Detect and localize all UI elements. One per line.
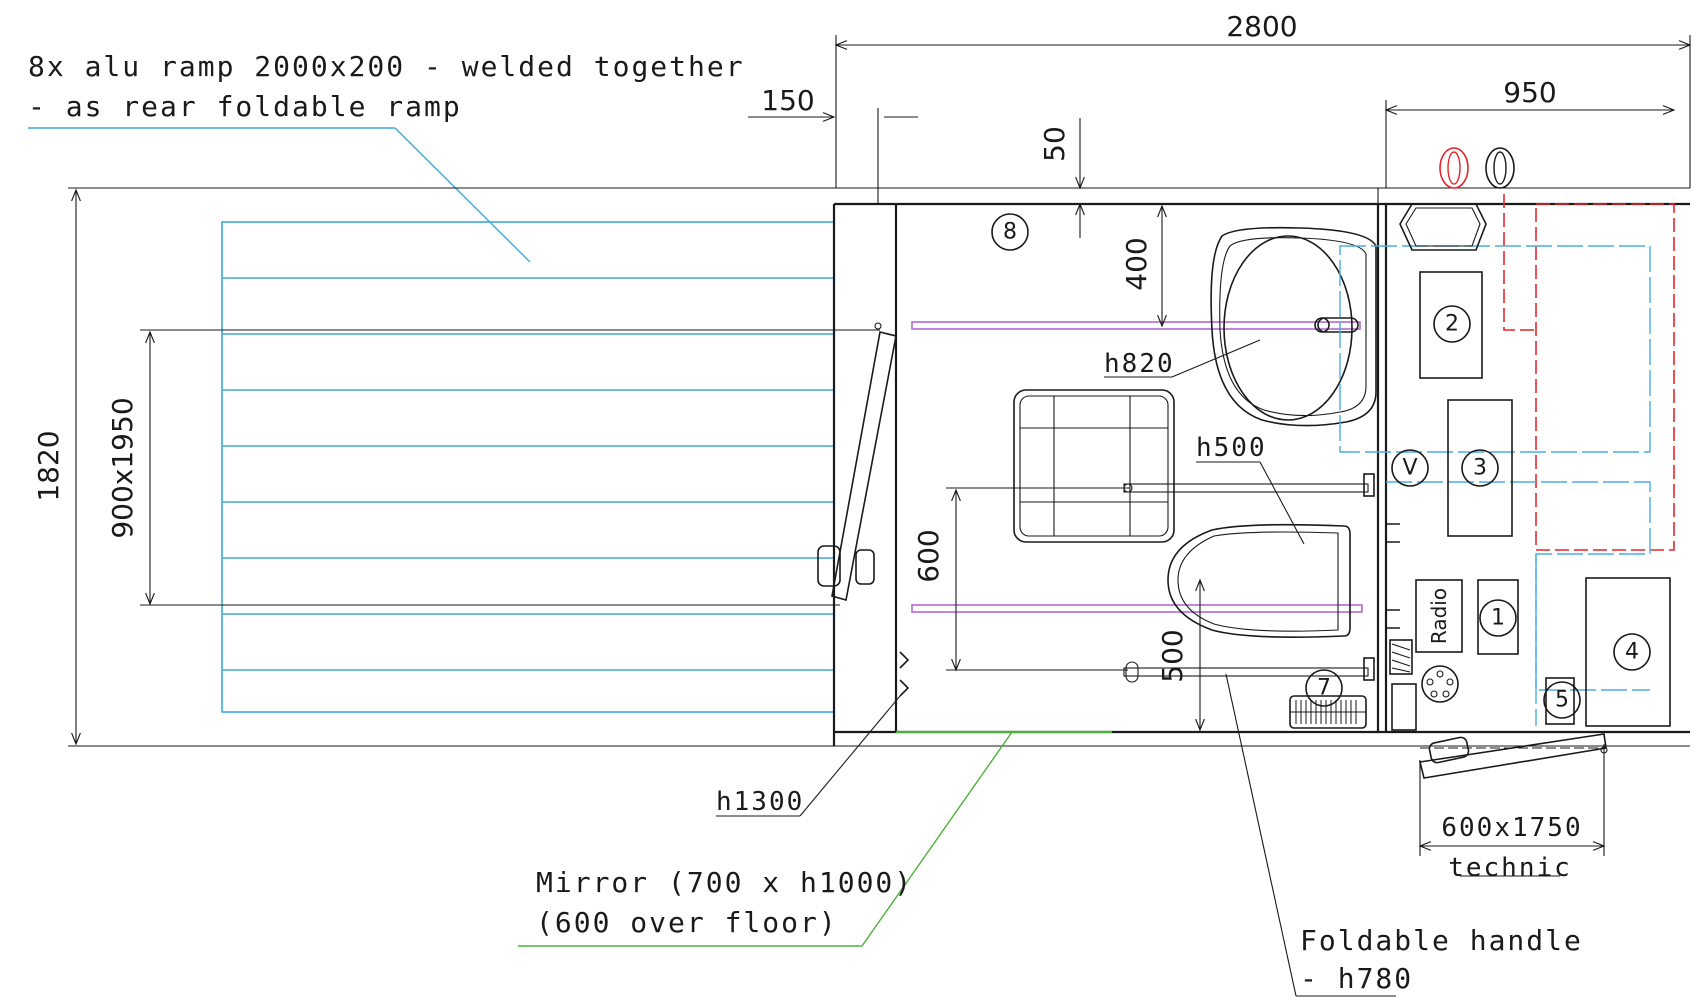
dimension-lines: [71, 40, 1692, 856]
mirror-note-line1: Mirror (700 x h1000): [536, 866, 913, 899]
dim-sink-offset: 400: [1120, 237, 1153, 290]
foldable-ramp: [28, 127, 835, 713]
marker-1: 1: [1479, 599, 1517, 637]
equipment-markers: 8 2 3 V 1 4 5 7: [991, 213, 1651, 719]
dimension-labels: 2800 950 150 50 1820 900x1950 400 600 50…: [32, 10, 1582, 843]
radio-label: Radio: [1427, 588, 1451, 644]
sink-height-label: h820: [1104, 349, 1175, 379]
marker-2: 2: [1433, 305, 1471, 343]
leader-lines: [716, 339, 1560, 997]
marker-7: 7: [1305, 669, 1343, 707]
walls: [832, 202, 1690, 747]
equipment-5: [1545, 677, 1575, 725]
heater: [1289, 683, 1417, 731]
grab-bars: [911, 321, 1363, 613]
svg-text:2: 2: [1445, 312, 1459, 337]
handle-note-line2: - h780: [1300, 962, 1413, 995]
dim-overall-depth: 1820: [32, 430, 65, 501]
dim-overall-width: 2800: [1226, 10, 1297, 43]
toilet: [1167, 523, 1351, 638]
radio-box: [1415, 579, 1463, 653]
dim-front-offset: 150: [761, 84, 814, 117]
dim-door-opening: 900x1950: [106, 397, 139, 538]
equipment-1: [1477, 579, 1519, 655]
svg-text:8: 8: [1003, 220, 1017, 245]
marker-8: 8: [991, 213, 1029, 251]
washbasin: [1210, 226, 1377, 427]
annotations: 8x alu ramp 2000x200 - welded together -…: [28, 50, 1583, 995]
ramp-note-line1: 8x alu ramp 2000x200 - welded together: [28, 50, 745, 83]
svg-text:5: 5: [1555, 688, 1569, 713]
entrance-door: [817, 322, 897, 602]
mirror-note-line2: (600 over floor): [536, 906, 838, 939]
equipment-2: [1419, 271, 1483, 379]
ramp-outline: [221, 221, 835, 713]
dim-technic-door: 600x1750: [1441, 813, 1582, 843]
marker-v: V: [1391, 449, 1429, 487]
ramp-slats: [222, 277, 834, 671]
marker-5: 5: [1543, 681, 1581, 719]
svg-text:4: 4: [1625, 640, 1639, 665]
grab-bar-bottom: [911, 604, 1363, 613]
svg-text:V: V: [1402, 456, 1417, 481]
technic-label: technic: [1448, 853, 1572, 883]
ramp-leader-diag: [394, 127, 531, 263]
equipment-3: [1447, 399, 1513, 537]
dim-wc-offset: 600: [912, 529, 945, 582]
handle-note-line1: Foldable handle: [1300, 924, 1583, 957]
wall-fittings: [899, 523, 1413, 697]
grab-bar-top: [911, 321, 1361, 330]
marker-3: 3: [1461, 449, 1499, 487]
mirror: [518, 730, 1112, 947]
dim-top-offset: 50: [1038, 126, 1071, 162]
wc-height-label: h500: [1196, 433, 1267, 463]
svg-text:3: 3: [1473, 456, 1487, 481]
dim-bar-offset: 500: [1156, 629, 1189, 682]
svg-text:1: 1: [1491, 606, 1505, 631]
shower-seat: [1013, 389, 1175, 543]
equipment-4: [1585, 577, 1671, 727]
hook-height-label: h1300: [716, 787, 804, 817]
technic-room: [1339, 147, 1675, 779]
marker-4: 4: [1613, 633, 1651, 671]
dim-technic-width: 950: [1503, 76, 1556, 109]
ramp-note-line2: - as rear foldable ramp: [28, 90, 462, 123]
svg-text:7: 7: [1317, 676, 1331, 701]
